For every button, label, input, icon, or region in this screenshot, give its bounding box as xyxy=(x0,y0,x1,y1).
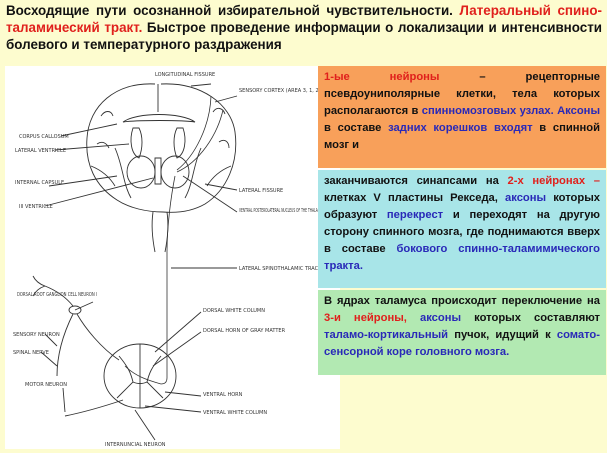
decussation-term: перекрест xyxy=(386,209,444,221)
slide-title: Восходящие пути осознанной избирательной… xyxy=(6,2,602,53)
label-vpl-nucleus: VENTRAL POSTEROLATERAL NUCLEUS OF THE TH… xyxy=(239,208,335,214)
axons-term-2: аксоны xyxy=(505,192,547,204)
box2-text-c: которых образуют xyxy=(324,192,600,221)
box3-text-b: которых составляют xyxy=(461,312,600,324)
spinal-ganglia-term: спинномозговых узлах. xyxy=(421,105,554,117)
right-hemisphere-outline xyxy=(160,83,237,213)
first-neuron-term: 1-ые нейроны xyxy=(324,71,440,83)
box2-text-b: клетках V пластины Рекседа, xyxy=(324,192,506,204)
label-lateral-ventricle: LATERAL VENTRICLE xyxy=(15,148,66,154)
label-motor-neuron: MOTOR NEURON xyxy=(25,382,67,388)
axons-term-1: Аксоны xyxy=(553,105,600,117)
third-neuron-term: 3-и нейроны, xyxy=(324,312,407,324)
label-third-ventricle: III VENTRICLE xyxy=(19,204,53,210)
label-internuncial-neuron: INTERNUNCIAL NEURON xyxy=(105,442,166,448)
third-neuron-box: В ядрах таламуса происходит переключение… xyxy=(318,290,606,375)
label-sensory-cortex: SENSORY CORTEX (AREA 3, 1, 2) xyxy=(239,88,321,94)
box3-text-c: пучок, идущий к xyxy=(448,329,557,341)
title-tract-name: Латеральный спино-таламический тракт. xyxy=(6,3,602,35)
label-lateral-fissure: LATERAL FISSURE xyxy=(239,188,283,194)
left-hemisphere-outline xyxy=(86,83,164,213)
title-description: Быстрое проведение информации о локализа… xyxy=(6,20,603,52)
label-lateral-spinothalamic-tract: LATERAL SPINOTHALAMIC TRACT xyxy=(239,266,322,272)
first-neuron-box: 1-ые нейроны – рецепторные псевдоуниполя… xyxy=(318,66,606,168)
label-corpus-callosum: CORPUS CALLOSUM xyxy=(19,134,69,140)
axons-term-3: аксоны xyxy=(406,312,462,324)
label-dorsal-root-ganglion: DORSAL ROOT GANGLION CELL NEURON I xyxy=(17,292,97,298)
box1-text-b: в составе xyxy=(324,122,389,134)
lateral-tract-term: бокового спинно-таламимического тракта. xyxy=(324,243,600,272)
label-internal-capsule: INTERNAL CAPSULE xyxy=(15,180,64,186)
dorsal-roots-term: задних корешков xyxy=(388,122,488,134)
second-neuron-box: заканчиваются синапсами на 2-х нейронах … xyxy=(318,170,606,288)
enter-term: входят xyxy=(487,122,533,134)
title-line1: Восходящие пути осознанной избирательной… xyxy=(6,3,453,18)
box2-text-d: и переходят на другую сторону спинного м… xyxy=(324,209,600,255)
label-ventral-horn: VENTRAL HORN xyxy=(203,392,243,398)
second-neuron-term: 2-х нейронах – xyxy=(507,175,600,187)
box1-text-c: в спинной мозг и xyxy=(324,122,600,151)
label-dorsal-horn: DORSAL HORN OF GRAY MATTER xyxy=(203,328,286,334)
label-spinal-nerve: SPINAL NERVE xyxy=(13,350,49,356)
label-sensory-neuron: SENSORY NEURON xyxy=(13,332,60,338)
somatosensory-cortex-term: сомато-сенсорной коре головного мозга. xyxy=(324,329,600,358)
label-ventral-white-column: VENTRAL WHITE COLUMN xyxy=(203,410,267,416)
pathway-diagram: LONGITUDINAL FISSURE SENSORY CORTEX (ARE… xyxy=(5,66,340,449)
label-longitudinal-fissure: LONGITUDINAL FISSURE xyxy=(155,72,215,78)
label-dorsal-white-column: DORSAL WHITE COLUMN xyxy=(203,308,265,314)
box2-text-a: заканчиваются синапсами на xyxy=(324,175,508,187)
box3-text-a: В ядрах таламуса происходит переключение… xyxy=(324,295,600,307)
thalamocortical-term: таламо-кортикальный xyxy=(324,329,449,341)
box1-text-a: – рецепторные псевдоуниполярные клетки, … xyxy=(324,71,600,117)
